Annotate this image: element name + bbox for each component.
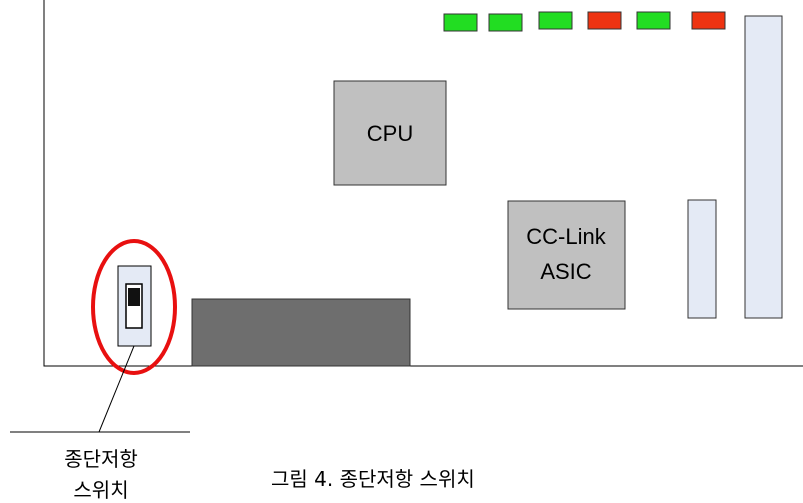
callout-label-line2: 스위치 [73,478,128,502]
figure-caption: 그림 4. 종단저항 스위치 [271,467,475,491]
led-3 [538,11,573,30]
asic-chip [507,200,626,310]
asic-label-line1: CC-Link [526,224,606,249]
led-5 [636,11,671,30]
led-6 [691,11,726,30]
bottom-connector [191,298,411,367]
callout-leader-line [98,345,135,433]
tall-connector [744,15,783,319]
led-1 [443,13,478,32]
led-row [443,11,726,32]
led-4 [587,11,622,30]
highlight-circle [91,239,177,375]
cpu-chip [333,80,447,186]
cpu-label: CPU [367,121,413,146]
termination-switch-knob [128,288,140,306]
callout-label-line1: 종단저항 [64,447,138,471]
small-connector [687,199,717,319]
asic-label-line2: ASIC [540,259,591,284]
led-2 [488,13,523,32]
